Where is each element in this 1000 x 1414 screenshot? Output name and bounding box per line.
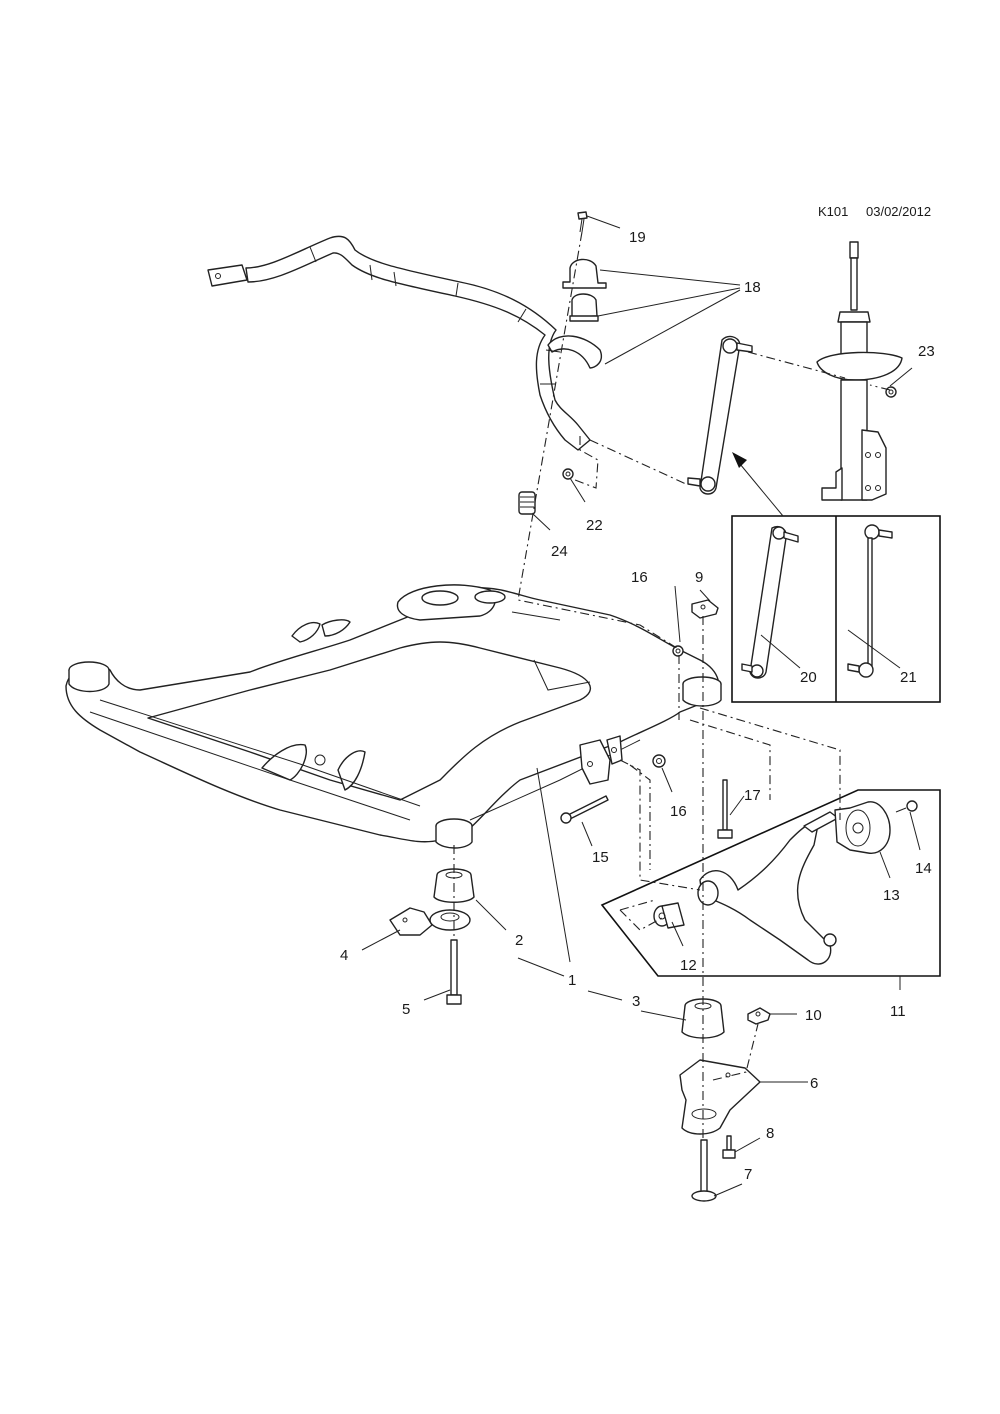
callout-10: 10: [805, 1007, 822, 1024]
stabilizer-bar[interactable]: [207, 235, 602, 451]
bushing-12[interactable]: [653, 902, 685, 929]
callout-23: 23: [918, 343, 935, 360]
diagram-code: K101: [818, 204, 848, 219]
mount-bolt-7[interactable]: [691, 1139, 717, 1202]
callout-3: 3: [632, 993, 640, 1010]
bolt-15[interactable]: [560, 795, 609, 824]
callout-6: 6: [810, 1075, 818, 1092]
diagram-date: 03/02/2012: [866, 204, 931, 219]
small-bolt-8[interactable]: [722, 1135, 736, 1159]
bushing-13[interactable]: [834, 801, 891, 854]
callout-2: 2: [515, 932, 523, 949]
cage-nut-9[interactable]: [691, 599, 719, 619]
nut-16-top[interactable]: [672, 645, 684, 657]
callout-15: 15: [592, 849, 609, 866]
callout-19: 19: [629, 229, 646, 246]
callout-16-top: 16: [631, 569, 648, 586]
callout-18: 18: [744, 279, 761, 296]
callout-labels: 1 2 3 4 5 6 7 8 9 10 11 12 13 14 15 16 1…: [340, 229, 935, 1183]
callout-7: 7: [744, 1166, 752, 1183]
callout-4: 4: [340, 947, 348, 964]
link-nut-22[interactable]: [562, 468, 574, 480]
stabilizer-link-20[interactable]: [741, 526, 799, 679]
shock-absorber-strut[interactable]: [816, 241, 903, 501]
callout-1: 1: [568, 972, 576, 989]
callout-5: 5: [402, 1001, 410, 1018]
stabilizer-link-main[interactable]: [687, 335, 753, 495]
clamp-bolt-19[interactable]: [577, 211, 588, 233]
callout-11: 11: [890, 1003, 906, 1020]
stabilizer-clamp-18[interactable]: [562, 258, 607, 322]
callout-22: 22: [586, 517, 603, 534]
cage-nut-10[interactable]: [747, 1007, 771, 1025]
front-subframe[interactable]: [65, 584, 722, 849]
spring-insert-24[interactable]: [518, 491, 536, 515]
control-arm-box-11: [600, 789, 941, 990]
leader-lines: [361, 215, 921, 1197]
callout-14: 14: [915, 860, 932, 877]
callout-8: 8: [766, 1125, 774, 1142]
mount-plate-6[interactable]: [679, 1059, 761, 1135]
bolt-14[interactable]: [895, 800, 918, 813]
bolt-5[interactable]: [446, 939, 462, 1005]
callout-24: 24: [551, 543, 568, 560]
callout-16-lower: 16: [670, 803, 687, 820]
bolt-17[interactable]: [717, 779, 733, 839]
callout-13: 13: [883, 887, 900, 904]
stabilizer-link-21[interactable]: [847, 524, 893, 678]
callout-21: 21: [900, 669, 917, 686]
callout-9: 9: [695, 569, 703, 586]
link-variants-inset: [731, 515, 941, 703]
callout-17: 17: [744, 787, 761, 804]
bracket-4[interactable]: [389, 907, 471, 936]
callout-20: 20: [800, 669, 817, 686]
detail-arrow: [732, 452, 784, 517]
strut-nut-23[interactable]: [885, 386, 897, 398]
alignment-lines: [453, 231, 891, 1140]
nut-16-lower[interactable]: [652, 754, 666, 768]
callout-12: 12: [680, 957, 697, 974]
